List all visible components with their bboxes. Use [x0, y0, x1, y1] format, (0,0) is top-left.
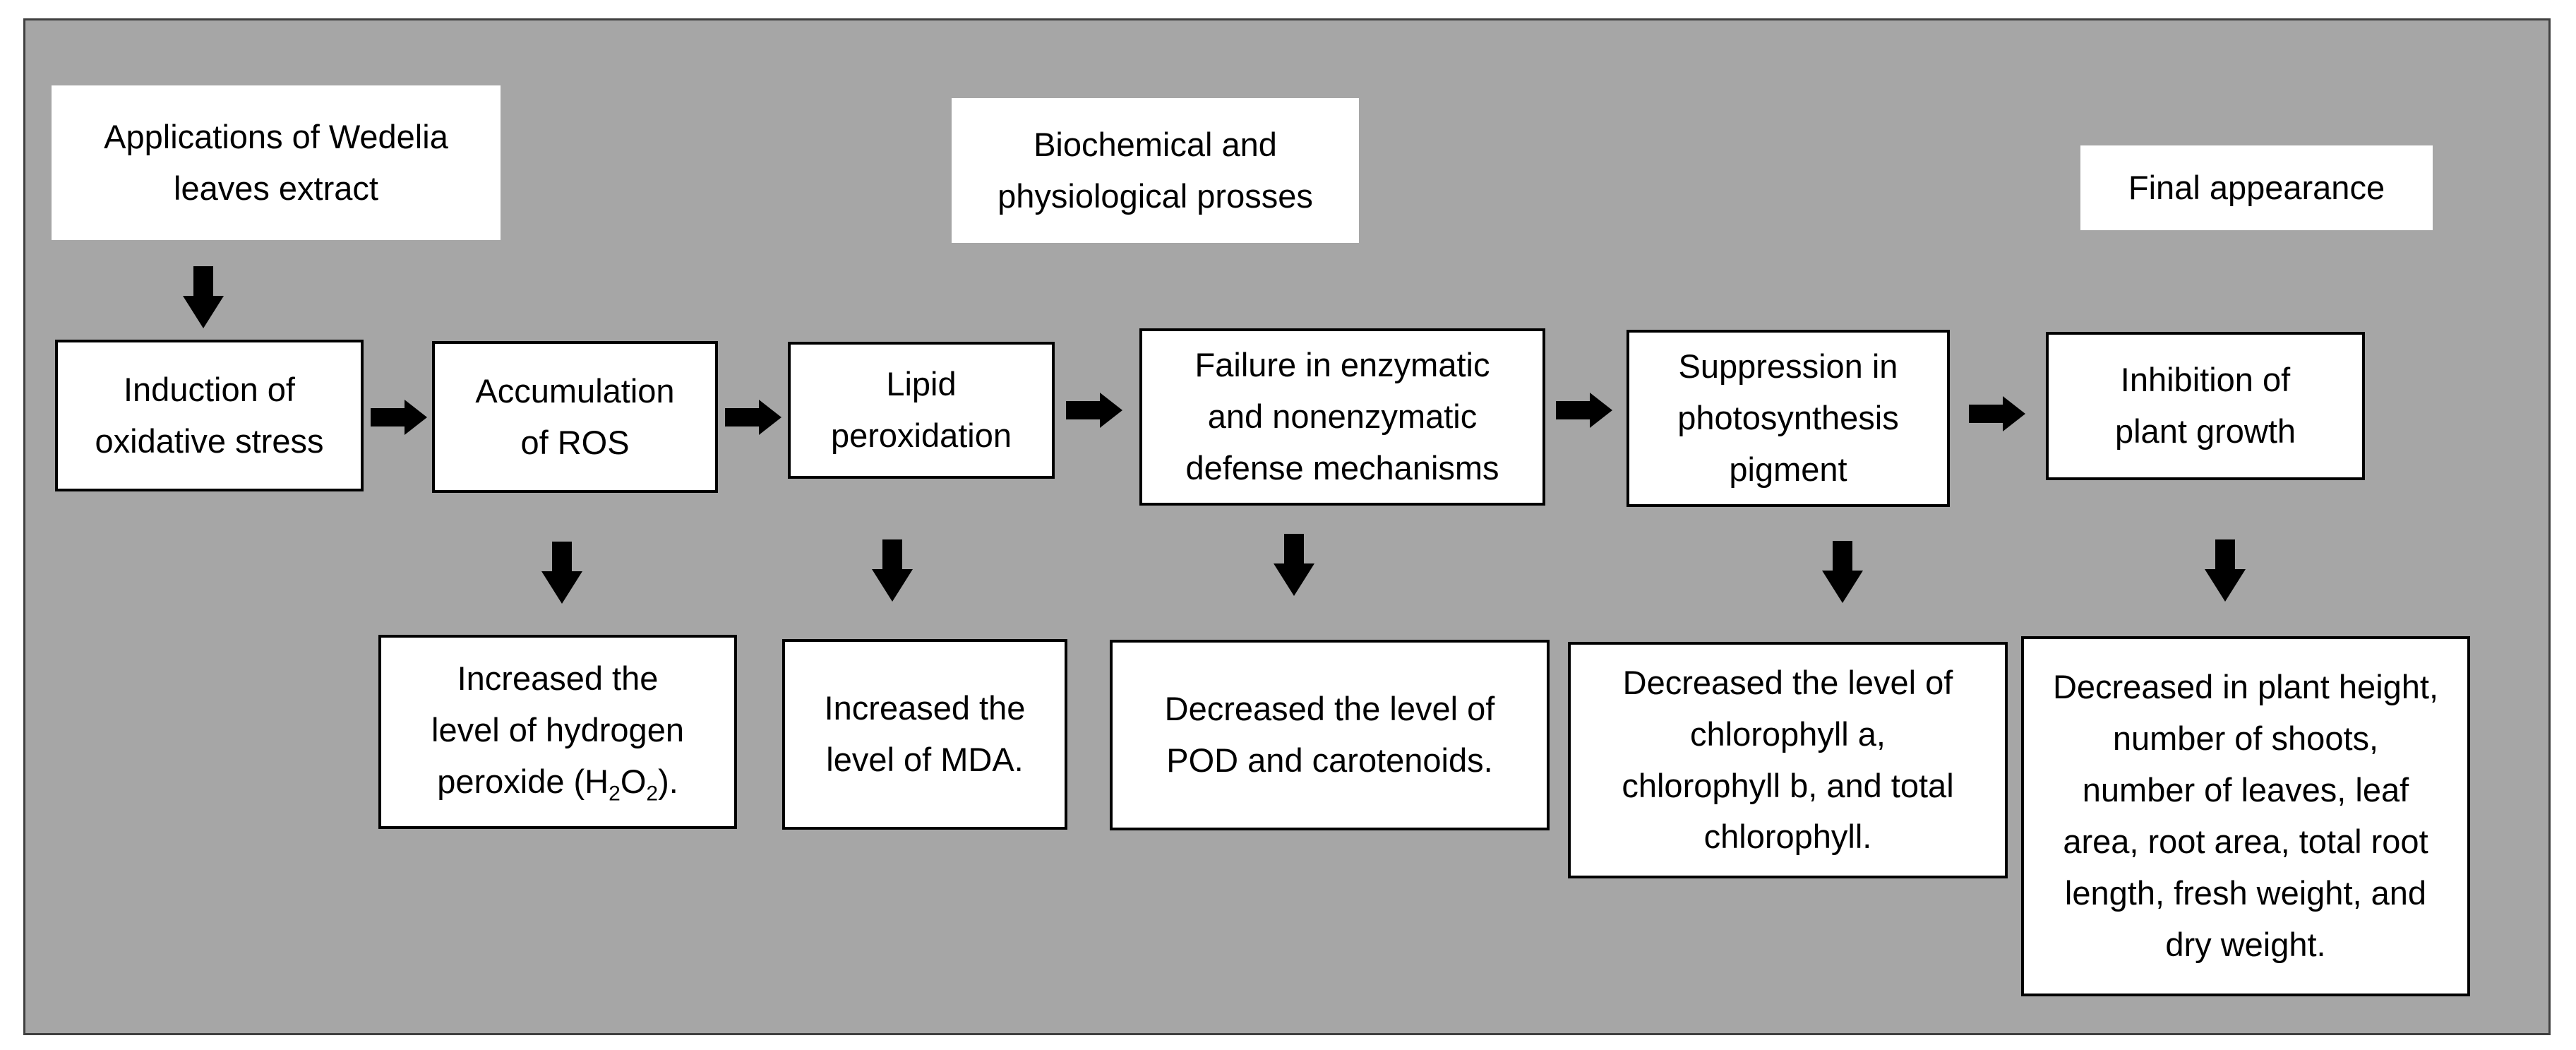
diagram-panel: Applications of Wedelia leaves extract B…	[23, 18, 2551, 1035]
header-final-text: Final appearance	[2128, 168, 2385, 206]
outcome-label: Decreased the level of POD and carotenoi…	[1164, 690, 1495, 779]
process-label: Failure in enzymatic and nonenzymatic de…	[1185, 346, 1499, 487]
process-label: Induction of oxidative stress	[95, 370, 324, 460]
arrow-right-icon	[1066, 393, 1122, 428]
header-final: Final appearance	[2080, 145, 2433, 230]
arrow-down-icon	[541, 542, 582, 604]
process-failure-defense-mechanisms: Failure in enzymatic and nonenzymatic de…	[1139, 328, 1545, 506]
header-biochemical: Biochemical and physiological prosses	[952, 98, 1359, 243]
process-inhibition-plant-growth: Inhibition of plant growth	[2046, 332, 2365, 480]
header-applications-text: Applications of Wedelia leaves extract	[104, 117, 448, 207]
outcome-text: O	[620, 762, 647, 800]
arrow-down-icon	[872, 539, 913, 602]
arrow-right-icon	[725, 400, 781, 435]
process-induction-oxidative-stress: Induction of oxidative stress	[55, 340, 364, 491]
process-suppression-photosynthesis-pigment: Suppression in photosynthesis pigment	[1627, 330, 1950, 507]
process-label: Inhibition of plant growth	[2114, 361, 2296, 450]
outcome-label: Decreased in plant height, number of sho…	[2052, 668, 2439, 963]
subscript: 2	[646, 782, 659, 806]
arrow-right-icon	[371, 400, 427, 435]
outcome-hydrogen-peroxide: Increased the level of hydrogen peroxide…	[378, 635, 737, 829]
arrow-down-icon	[2205, 539, 2246, 602]
arrow-right-icon	[1556, 393, 1612, 428]
arrow-down-icon	[1274, 534, 1314, 596]
process-lipid-peroxidation: Lipid peroxidation	[788, 342, 1055, 479]
process-label: Suppression in photosynthesis pigment	[1677, 347, 1899, 488]
outcome-text: ).	[658, 762, 678, 800]
outcome-chlorophyll: Decreased the level of chlorophyll a, ch…	[1568, 642, 2008, 878]
outcome-mda: Increased the level of MDA.	[782, 639, 1067, 830]
arrow-right-icon	[1969, 396, 2025, 431]
arrow-down-icon	[183, 266, 224, 328]
outcome-text: Increased the level of hydrogen peroxide…	[431, 660, 684, 800]
outcome-pod-carotenoids: Decreased the level of POD and carotenoi…	[1110, 640, 1550, 830]
arrow-down-icon	[1822, 541, 1863, 603]
header-applications: Applications of Wedelia leaves extract	[52, 85, 501, 240]
process-label: Accumulation of ROS	[475, 371, 675, 461]
outcome-label: Increased the level of MDA.	[824, 689, 1026, 778]
outcome-label: Decreased the level of chlorophyll a, ch…	[1622, 663, 1954, 856]
outcome-plant-growth: Decreased in plant height, number of sho…	[2021, 636, 2470, 996]
subscript: 2	[609, 782, 621, 806]
outcome-label: Increased the level of hydrogen peroxide…	[431, 653, 684, 811]
process-label: Lipid peroxidation	[830, 365, 1012, 454]
process-accumulation-ros: Accumulation of ROS	[432, 341, 718, 493]
header-biochemical-text: Biochemical and physiological prosses	[998, 125, 1313, 215]
